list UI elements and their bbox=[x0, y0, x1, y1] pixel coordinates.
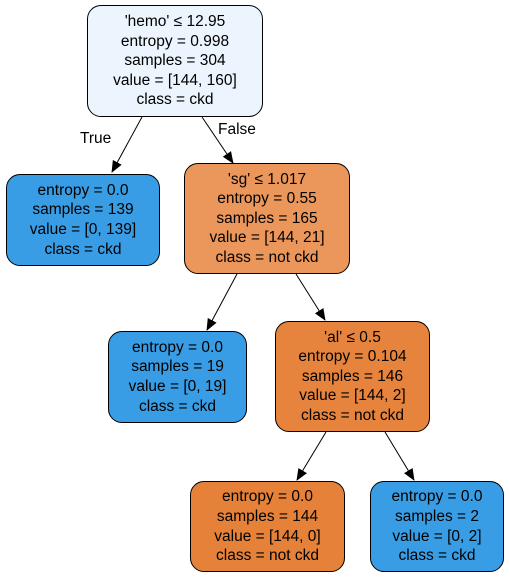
node-entropy: entropy = 0.55 bbox=[217, 190, 317, 208]
node-value: value = [0, 139] bbox=[29, 221, 137, 238]
tree-node-root: 'hemo' ≤ 12.95 entropy = 0.998 samples =… bbox=[87, 5, 263, 117]
node-value: value = [144, 2] bbox=[299, 387, 406, 405]
tree-node-leaf-ckd-139: entropy = 0.0 samples = 139 value = [0, … bbox=[6, 174, 160, 266]
node-value: value = [144, 0] bbox=[214, 527, 321, 545]
tree-node-sg-split: 'sg' ≤ 1.017 entropy = 0.55 samples = 16… bbox=[184, 163, 350, 274]
tree-node-leaf-ckd-19: entropy = 0.0 samples = 19 value = [0, 1… bbox=[108, 331, 247, 423]
node-class: class = not ckd bbox=[215, 248, 319, 266]
node-entropy: entropy = 0.0 bbox=[37, 181, 129, 199]
node-samples: samples = 139 bbox=[32, 201, 134, 219]
node-value: value = [0, 19] bbox=[128, 378, 227, 395]
node-class: class = not ckd bbox=[216, 547, 319, 565]
edge-sg-to-left-leaf bbox=[206, 273, 238, 331]
node-samples: samples = 165 bbox=[216, 209, 318, 227]
node-value: value = [144, 160] bbox=[113, 71, 237, 89]
node-split-rule: 'hemo' ≤ 12.95 bbox=[124, 13, 226, 31]
node-samples: samples = 2 bbox=[394, 507, 479, 525]
node-class: class = ckd bbox=[44, 240, 122, 258]
node-class: class = not ckd bbox=[301, 406, 404, 424]
node-split-rule: 'sg' ≤ 1.017 bbox=[227, 170, 307, 188]
node-samples: samples = 304 bbox=[124, 52, 226, 70]
node-entropy: entropy = 0.0 bbox=[132, 338, 223, 356]
node-entropy: entropy = 0.0 bbox=[222, 488, 313, 506]
node-entropy: entropy = 0.998 bbox=[120, 32, 230, 50]
edge-label-true: True bbox=[80, 130, 112, 147]
edge-sg-to-al-node bbox=[295, 273, 326, 321]
tree-node-al-split: 'al' ≤ 0.5 entropy = 0.104 samples = 146… bbox=[275, 321, 430, 432]
node-value: value = [0, 2] bbox=[392, 527, 482, 545]
edge-al-to-left-leaf bbox=[296, 431, 327, 481]
tree-node-leaf-not-ckd-144: entropy = 0.0 samples = 144 value = [144… bbox=[190, 481, 345, 572]
node-entropy: entropy = 0.0 bbox=[391, 488, 483, 506]
tree-node-leaf-ckd-2: entropy = 0.0 samples = 2 value = [0, 2]… bbox=[370, 481, 504, 572]
node-class: class = ckd bbox=[138, 397, 217, 415]
node-samples: samples = 146 bbox=[301, 367, 404, 385]
node-samples: samples = 144 bbox=[216, 507, 319, 525]
node-split-rule: 'al' ≤ 0.5 bbox=[324, 328, 381, 346]
node-value: value = [144, 21] bbox=[209, 229, 325, 247]
edge-al-to-right-leaf bbox=[384, 431, 415, 481]
edge-root-to-sg-node bbox=[201, 116, 234, 164]
node-class: class = ckd bbox=[136, 91, 214, 109]
node-samples: samples = 19 bbox=[131, 358, 224, 376]
edge-root-to-left-leaf bbox=[111, 116, 143, 173]
node-class: class = ckd bbox=[398, 547, 476, 565]
edge-label-false: False bbox=[218, 121, 256, 138]
node-entropy: entropy = 0.104 bbox=[298, 348, 407, 366]
